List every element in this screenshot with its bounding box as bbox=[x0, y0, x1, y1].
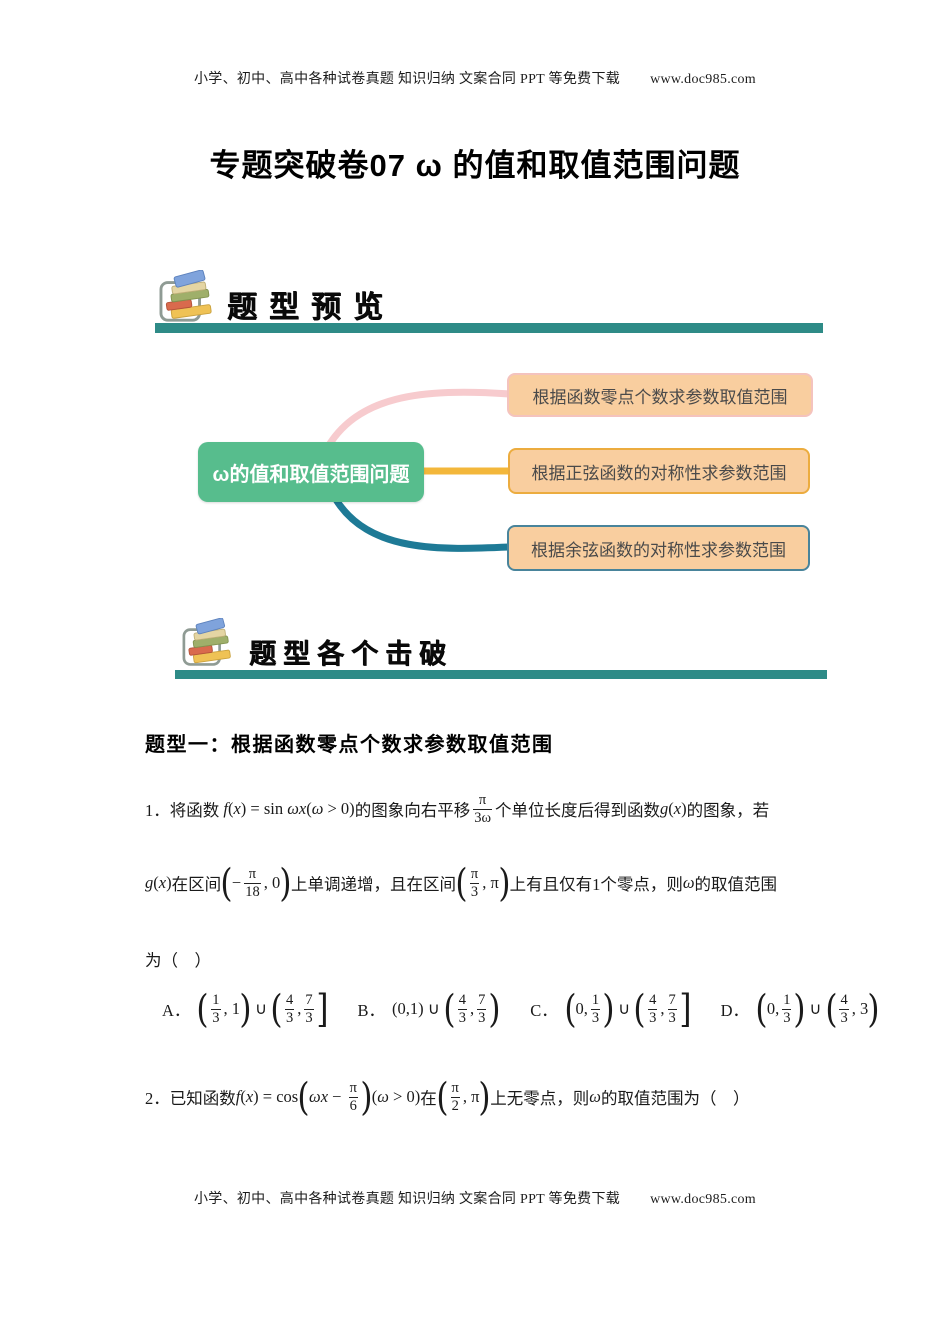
section-breakdown-underline bbox=[175, 670, 827, 679]
topic1-heading: 题型一：根据函数零点个数求参数取值范围 bbox=[145, 734, 554, 756]
option-d-label: D． bbox=[720, 1001, 750, 1020]
mindmap-links bbox=[321, 388, 516, 552]
books-icon bbox=[158, 269, 216, 329]
header-text: 小学、初中、高中各种试卷真题 知识归纳 文案合同 PPT 等免费下载 bbox=[193, 72, 621, 87]
option-a-label: A． bbox=[162, 1001, 191, 1020]
option-b-label: B． bbox=[357, 1001, 385, 1020]
mindmap-branch-zero-count: 根据函数零点个数求参数取值范围 bbox=[507, 373, 813, 417]
footer-url-link[interactable]: www.doc985.com bbox=[650, 1192, 757, 1207]
mindmap-link-bottom bbox=[331, 494, 514, 552]
mindmap: ω的值和取值范围问题 根据函数零点个数求参数取值范围 根据正弦函数的对称性求参数… bbox=[150, 360, 840, 595]
section-preview-underline bbox=[155, 323, 823, 333]
books-icon bbox=[181, 617, 235, 673]
mindmap-branch-cosine-symmetry: 根据余弦函数的对称性求参数范围 bbox=[507, 525, 810, 571]
footer-text: 小学、初中、高中各种试卷真题 知识归纳 文案合同 PPT 等免费下载 bbox=[193, 1192, 621, 1207]
section-preview-title: 题型预览 bbox=[227, 290, 395, 325]
page-title: 专题突破卷07 ω 的值和取值范围问题 bbox=[209, 148, 741, 183]
page-header: 小学、初中、高中各种试卷真题 知识归纳 文案合同 PPT 等免费下载 www.do… bbox=[0, 68, 950, 88]
problem1-answer-blank: 为（ ） bbox=[145, 951, 211, 970]
header-url-link[interactable]: www.doc985.com bbox=[650, 72, 757, 87]
section-breakdown-header: 题型各个击破 bbox=[175, 616, 830, 680]
option-c-label: C． bbox=[530, 1001, 558, 1020]
mindmap-center-node: ω的值和取值范围问题 bbox=[198, 442, 424, 502]
page-footer: 小学、初中、高中各种试卷真题 知识归纳 文案合同 PPT 等免费下载 www.do… bbox=[0, 1188, 950, 1208]
mindmap-branch-sine-symmetry: 根据正弦函数的对称性求参数范围 bbox=[508, 448, 810, 494]
mindmap-link-top bbox=[321, 388, 514, 456]
section-breakdown-title: 题型各个击破 bbox=[249, 639, 453, 670]
section-preview-header: 题型预览 bbox=[155, 269, 827, 336]
